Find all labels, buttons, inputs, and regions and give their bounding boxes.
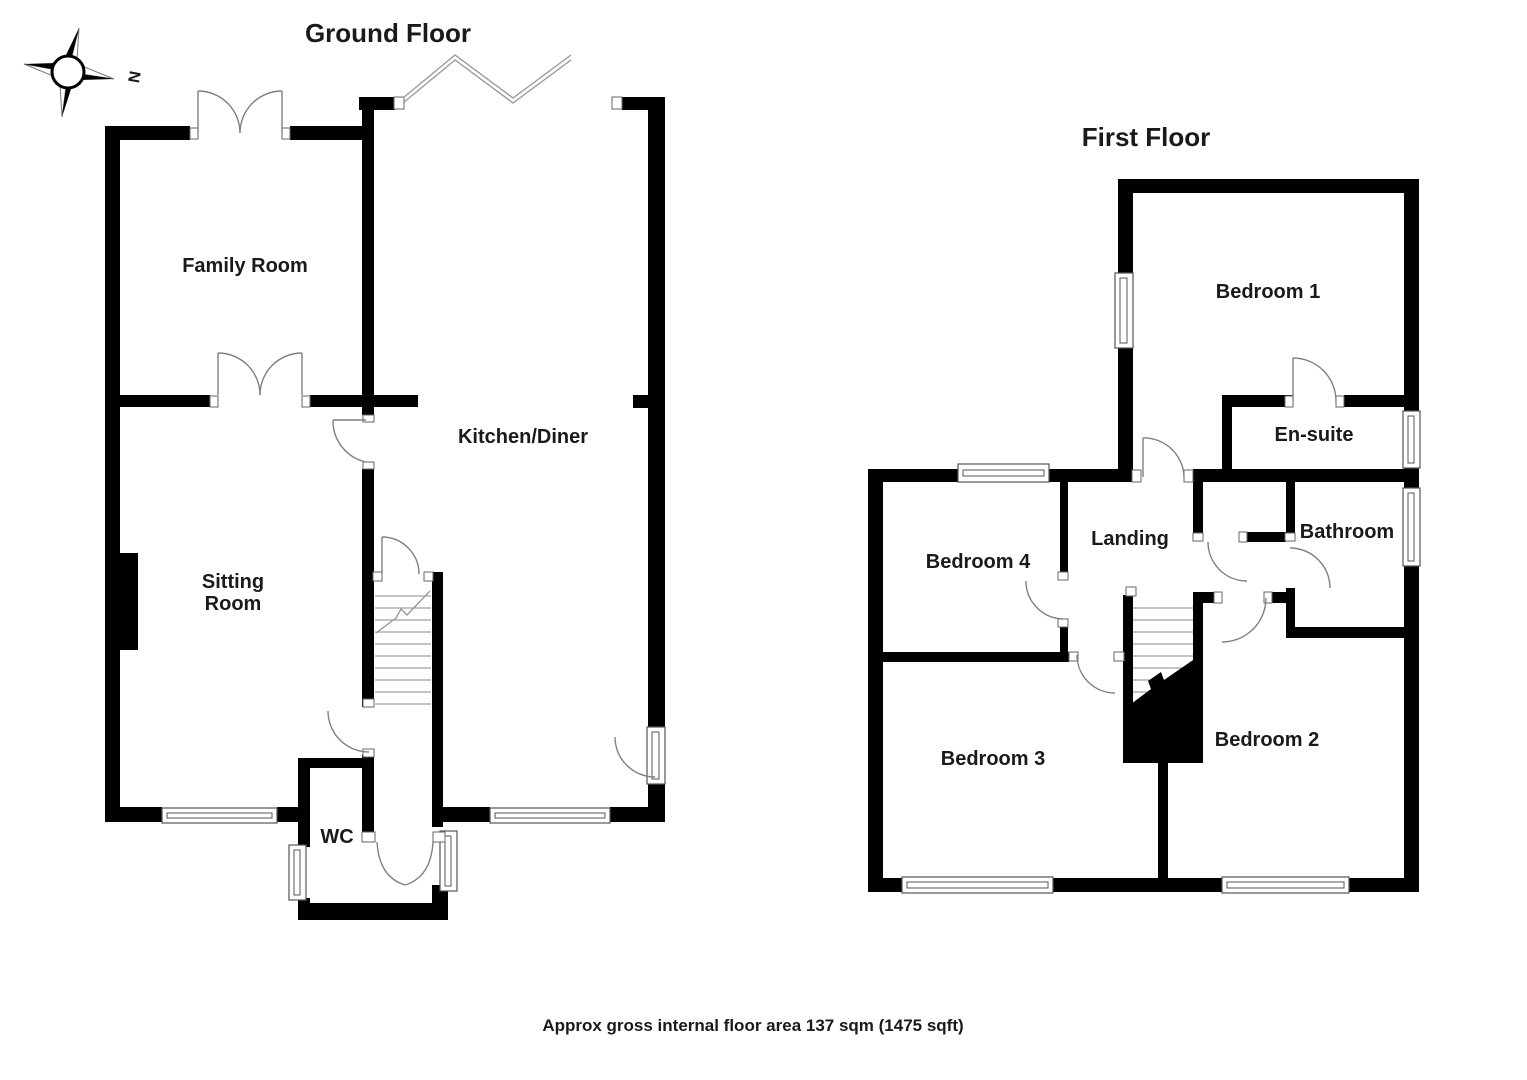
first-floor-walls bbox=[868, 179, 1419, 892]
window-porch bbox=[439, 830, 458, 892]
window-wc bbox=[288, 844, 307, 901]
break-end-cap bbox=[611, 96, 623, 110]
break-line-zigzag bbox=[402, 54, 572, 104]
door-ensuite bbox=[1292, 357, 1337, 402]
window-bedroom3 bbox=[901, 876, 1054, 894]
first-floor-plan: Bedroom 1 En-suite Bedroom 4 Landing Bat… bbox=[868, 179, 1421, 894]
floor-area-note: Approx gross internal floor area 137 sqm… bbox=[542, 1016, 963, 1035]
compass-icon: N bbox=[23, 27, 143, 118]
room-label-bedroom2: Bedroom 2 bbox=[1215, 729, 1319, 751]
ground-floor-windows bbox=[161, 96, 666, 901]
first-floor-doors bbox=[1025, 357, 1337, 694]
ground-floor-plan: Family Room Sitting Room Kitchen/Diner W… bbox=[105, 54, 666, 920]
room-label-kitchen-diner: Kitchen/Diner bbox=[458, 426, 588, 448]
door-family-sitting bbox=[217, 352, 303, 396]
door-bedroom4 bbox=[1025, 580, 1064, 620]
back-door-panel bbox=[646, 726, 666, 785]
ground-floor-walls bbox=[105, 97, 665, 920]
first-floor-jambs bbox=[1057, 395, 1345, 662]
room-label-sitting-room-line1: Sitting bbox=[202, 571, 264, 593]
door-kitchen-back bbox=[614, 736, 656, 778]
stair-mass bbox=[1123, 658, 1203, 763]
first-floor-labels: Bedroom 1 En-suite Bedroom 4 Landing Bat… bbox=[926, 281, 1394, 770]
room-label-bathroom: Bathroom bbox=[1300, 521, 1394, 543]
ground-floor-title: Ground Floor bbox=[305, 18, 471, 48]
first-floor-windows bbox=[901, 272, 1421, 894]
window-bedroom1 bbox=[1114, 272, 1134, 349]
door-landing-lobby bbox=[1207, 541, 1248, 582]
window-bathroom bbox=[1402, 487, 1421, 567]
ground-floor-labels: Family Room Sitting Room Kitchen/Diner W… bbox=[182, 255, 588, 848]
first-floor-stairs bbox=[1123, 607, 1203, 763]
door-bedroom2 bbox=[1221, 597, 1267, 643]
compass-north-label: N bbox=[124, 70, 143, 84]
room-label-bedroom1: Bedroom 1 bbox=[1216, 281, 1320, 303]
door-bedroom3 bbox=[1076, 654, 1116, 694]
window-bedroom4 bbox=[957, 463, 1050, 483]
room-label-sitting-room-line2: Room bbox=[205, 593, 262, 615]
ground-floor-doors bbox=[197, 90, 656, 886]
ground-floor-stairs bbox=[375, 590, 431, 705]
ground-floor-jambs bbox=[189, 127, 446, 843]
door-bathroom bbox=[1289, 547, 1331, 589]
break-end-cap bbox=[393, 96, 405, 110]
room-label-wc: WC bbox=[320, 826, 353, 848]
door-kitchen-hall bbox=[381, 536, 420, 575]
room-label-landing: Landing bbox=[1091, 528, 1169, 550]
room-label-bedroom3: Bedroom 3 bbox=[941, 748, 1045, 770]
door-kitchen-sitting bbox=[332, 419, 367, 463]
door-sitting-hall bbox=[327, 710, 370, 753]
window-sitting-room bbox=[161, 807, 278, 824]
window-bedroom2 bbox=[1221, 876, 1350, 894]
room-label-ensuite: En-suite bbox=[1275, 424, 1354, 446]
room-label-bedroom4: Bedroom 4 bbox=[926, 551, 1031, 573]
room-label-family-room: Family Room bbox=[182, 255, 308, 277]
door-family-room-entry bbox=[197, 90, 283, 134]
window-ensuite bbox=[1402, 410, 1421, 469]
first-floor-title: First Floor bbox=[1082, 122, 1211, 152]
window-kitchen bbox=[489, 807, 611, 824]
door-bedroom1 bbox=[1142, 437, 1185, 479]
door-porch-double bbox=[376, 841, 434, 886]
